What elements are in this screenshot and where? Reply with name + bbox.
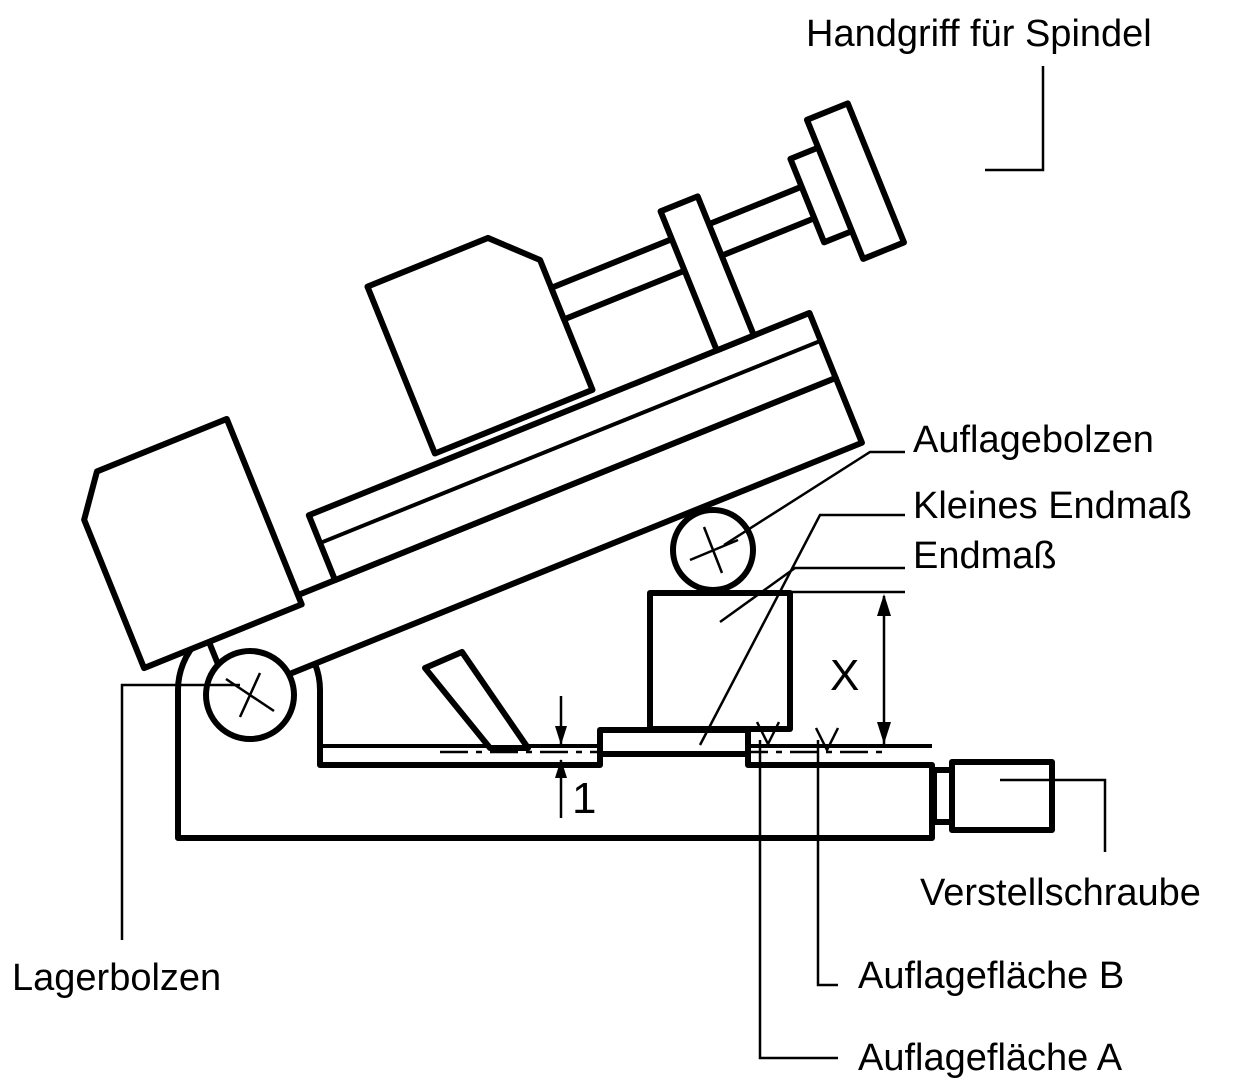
pivot-pin-cross-2 xyxy=(238,672,262,718)
leader-handgriff xyxy=(985,66,1045,172)
dim-x-label: X xyxy=(830,651,859,700)
label-auflageflaeche-b: Auflagefläche B xyxy=(858,955,1124,997)
leader-auflagebolzen xyxy=(723,450,905,547)
dim-1-arrow-top xyxy=(555,726,567,745)
dim-1-label: 1 xyxy=(572,774,596,823)
surface-mark-b xyxy=(814,727,840,753)
vise-guide-rail xyxy=(305,309,839,584)
leader-lagerbolzen xyxy=(120,683,240,940)
surface-mark-a xyxy=(755,721,781,747)
leader-kleines-endmass xyxy=(698,513,905,746)
label-verstellschraube: Verstellschraube xyxy=(920,872,1201,914)
leader-auflageflaeche-b xyxy=(816,740,838,987)
support-strut xyxy=(422,649,531,751)
leader-verstellschraube xyxy=(1000,778,1107,852)
label-handgriff: Handgriff für Spindel xyxy=(806,13,1152,55)
label-lagerbolzen: Lagerbolzen xyxy=(12,957,221,999)
label-auflagebolzen: Auflagebolzen xyxy=(913,419,1154,461)
spindle-bearing xyxy=(657,193,757,354)
dim-1-arrow-bottom xyxy=(555,759,567,778)
support-pin-cross-2 xyxy=(702,526,724,574)
vise-guide-rail-mid xyxy=(319,338,822,545)
label-kleines-endmass: Kleines Endmaß xyxy=(913,485,1192,527)
label-auflageflaeche-a: Auflagefläche A xyxy=(858,1037,1123,1079)
small-gauge-block xyxy=(597,727,751,757)
leader-endmass xyxy=(719,566,905,624)
fixed-jaw xyxy=(81,415,305,672)
moving-jaw xyxy=(364,234,596,457)
handle xyxy=(803,100,907,262)
leader-auflageflaeche-a xyxy=(758,740,838,1060)
dim-x-arrow-bottom xyxy=(877,722,891,744)
adjust-screw-head xyxy=(949,759,1055,833)
label-endmass: Endmaß xyxy=(913,535,1057,577)
dim-x-arrow-top xyxy=(877,594,891,616)
